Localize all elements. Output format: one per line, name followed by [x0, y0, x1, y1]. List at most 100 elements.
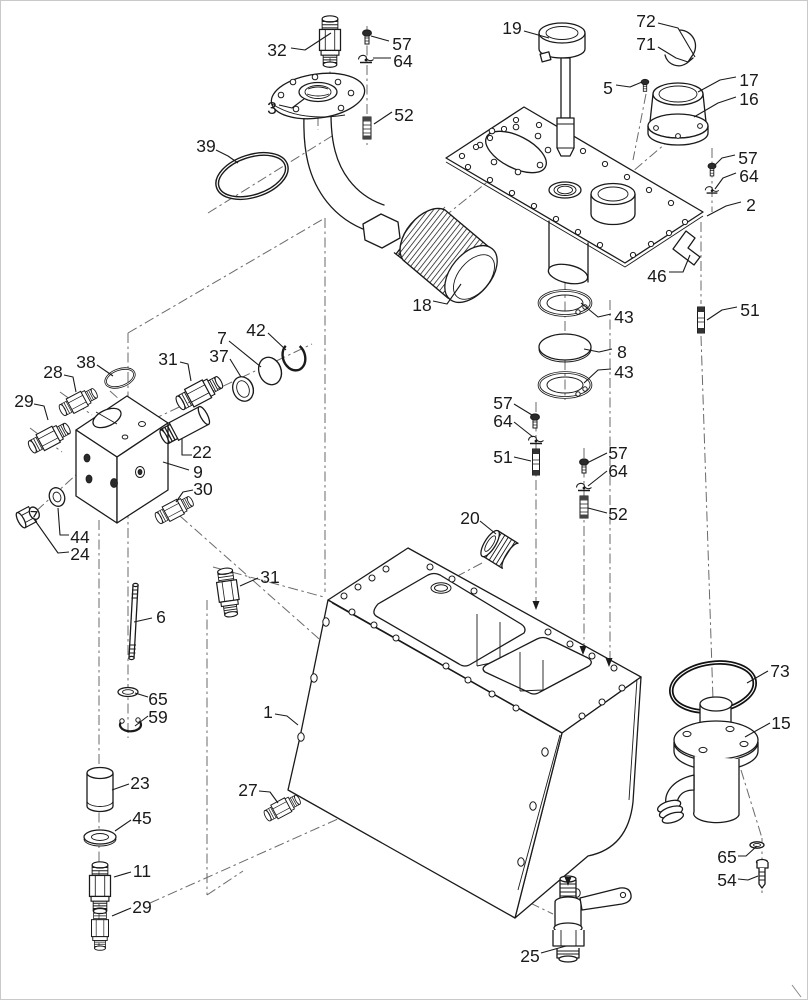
- callout-label-6-34: 6: [156, 607, 166, 627]
- callout-leader-6-34: [133, 617, 153, 623]
- callout-label-64-47: 64: [608, 461, 628, 481]
- callout-label-51-16: 51: [740, 300, 759, 320]
- callout-leader-42-21: [267, 332, 287, 351]
- callout-leader-39-5: [215, 149, 239, 164]
- callout-label-45-40: 45: [132, 808, 151, 828]
- part-plug-24: [15, 505, 40, 529]
- part-ring-37: [232, 376, 255, 402]
- callout-leader-65-35: [134, 692, 149, 698]
- callout-leader-38-25: [96, 364, 114, 377]
- callout-label-42-21: 42: [246, 320, 265, 340]
- callout-label-72-7: 72: [636, 11, 655, 31]
- centerline-arrows: [532, 601, 613, 886]
- callout-leader-57-12: [713, 154, 736, 167]
- part-cclip-42: [281, 344, 307, 372]
- part-snapring-43b: [537, 371, 593, 399]
- callout-label-8-19: 8: [617, 342, 627, 362]
- part-suction-15: [656, 696, 759, 824]
- callout-leader-23-39: [111, 783, 130, 791]
- callout-leader-45-40: [114, 819, 132, 832]
- callout-label-44-31: 44: [70, 527, 90, 547]
- callout-label-20-49: 20: [460, 508, 480, 528]
- plate-rim-holes: [458, 116, 689, 259]
- tank-opening-1: [373, 572, 526, 667]
- callout-leader-32-0: [290, 32, 332, 51]
- part-stud-52b: [579, 495, 589, 519]
- callout-label-7-22: 7: [217, 328, 227, 348]
- callout-label-9-29: 9: [193, 462, 203, 482]
- callout-label-57-46: 57: [608, 443, 627, 463]
- callout-label-32-0: 32: [267, 40, 286, 60]
- callout-leader-17-10: [697, 76, 737, 93]
- part-tank-body: [287, 547, 642, 919]
- callout-leader-54-54: [737, 875, 759, 881]
- part-pin-51b: [532, 448, 540, 476]
- callout-leader-2-14: [706, 201, 742, 217]
- part-top-plate: [445, 106, 704, 285]
- callout-label-31-24: 31: [158, 349, 177, 369]
- callout-label-29-27: 29: [14, 391, 33, 411]
- callout-label-28-26: 28: [43, 362, 62, 382]
- callout-leader-57-1: [370, 35, 390, 42]
- callout-label-57-43: 57: [493, 393, 512, 413]
- part-clip-59: [118, 717, 143, 733]
- callout-leader-64-13: [714, 172, 737, 190]
- callout-leader-1-37: [274, 713, 299, 726]
- callout-label-51-45: 51: [493, 447, 512, 467]
- part-cylinder-23: [86, 766, 114, 813]
- part-filler-tube: [270, 72, 415, 261]
- callout-leader-7-22: [228, 340, 262, 368]
- part-disc-8: [538, 333, 592, 363]
- tube-end-hex: [362, 213, 401, 249]
- callout-leader-37-23: [229, 358, 242, 378]
- callout-leader-57-43: [513, 403, 533, 416]
- callout-label-19-6: 19: [502, 18, 521, 38]
- callout-label-54-54: 54: [717, 870, 737, 890]
- callout-label-71-8: 71: [636, 34, 655, 54]
- callout-leader-64-44: [513, 421, 534, 438]
- callout-label-11-41: 11: [133, 861, 151, 881]
- callout-label-22-28: 22: [192, 442, 211, 462]
- callout-label-65-35: 65: [148, 689, 167, 709]
- callout-leader-57-46: [586, 452, 608, 464]
- callout-label-2-14: 2: [746, 195, 756, 215]
- part-screw-54: [755, 858, 769, 889]
- callout-label-23-39: 23: [130, 773, 149, 793]
- callout-leader-15-52: [744, 722, 771, 738]
- callout-label-30-30: 30: [193, 479, 213, 499]
- callout-label-73-51: 73: [770, 661, 789, 681]
- callout-leader-71-8: [657, 46, 689, 63]
- part-hook-46: [672, 230, 701, 266]
- callout-leader-30-30: [175, 489, 194, 503]
- callout-label-5-9: 5: [603, 78, 613, 98]
- scan-mark: [791, 984, 802, 998]
- callout-leader-52-4: [373, 111, 393, 125]
- callout-leader-59-36: [134, 715, 149, 727]
- callout-label-38-25: 38: [76, 352, 95, 372]
- callout-leader-8-19: [583, 348, 613, 353]
- callout-leader-27-38: [258, 790, 279, 804]
- valve-handle: [579, 887, 632, 911]
- part-snapring-43a: [537, 289, 593, 317]
- callout-label-43-18: 43: [614, 307, 633, 327]
- callout-label-52-48: 52: [608, 504, 627, 524]
- callout-label-17-10: 17: [739, 70, 758, 90]
- callout-leader-18-17: [432, 283, 462, 305]
- callout-leader-24-32: [33, 518, 70, 554]
- part-drain-valve-25: [552, 875, 632, 963]
- callout-label-65-53: 65: [717, 847, 736, 867]
- callout-label-39-5: 39: [196, 136, 215, 156]
- part-hooks-71-72: [664, 29, 697, 67]
- callout-label-24-32: 24: [70, 544, 90, 564]
- callout-leader-51-45: [513, 456, 532, 462]
- callout-label-16-11: 16: [739, 89, 758, 109]
- part-washer-65a: [117, 686, 139, 698]
- callout-label-27-38: 27: [238, 780, 257, 800]
- callout-leader-28-26: [63, 374, 77, 393]
- callout-leader-3-3: [278, 98, 305, 109]
- tank-rim-holes: [340, 563, 626, 720]
- callout-leader-29-27: [33, 403, 49, 421]
- part-pin-51a: [697, 306, 705, 334]
- part-oring-39: [215, 151, 289, 201]
